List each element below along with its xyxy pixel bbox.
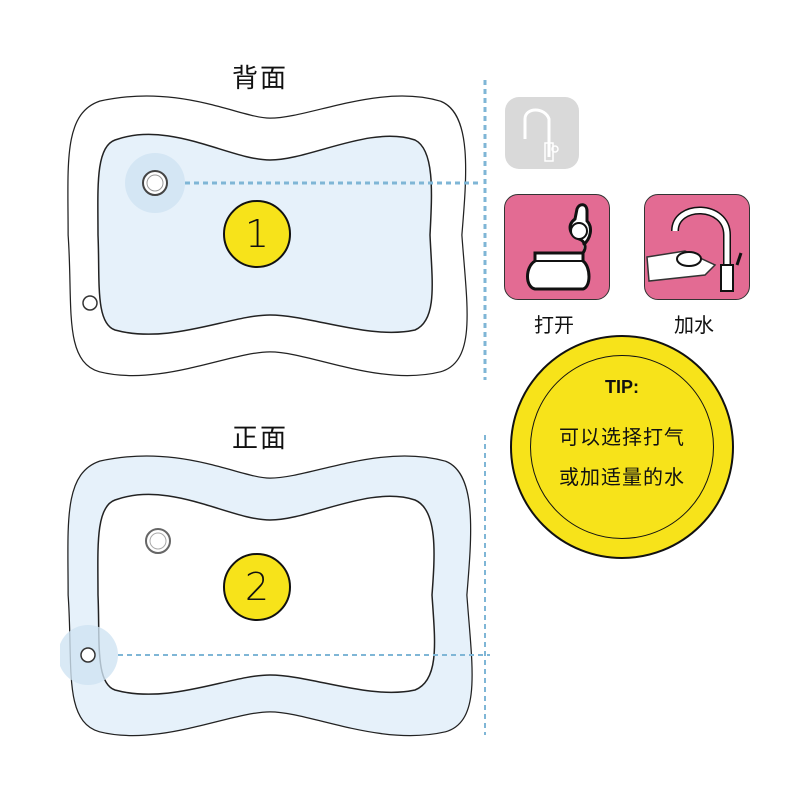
back-panel-title: 背面 [232,64,289,94]
tip-callout: TIP: 可以选择打气 或加适量的水 [510,335,734,559]
faucet-icon-tile [505,97,579,169]
vertical-guide-line-bottom [484,435,486,735]
open-step-label: 打开 [534,313,574,337]
tip-heading: TIP: [605,377,639,397]
faucet-icon [523,108,559,162]
open-step-tile [504,194,610,300]
step-2-badge: 2 [223,553,291,621]
faucet-fill-icon [646,206,743,292]
open-cap-icon [526,203,592,291]
front-panel-title: 正面 [232,424,289,454]
add-water-step-label: 加水 [674,313,714,337]
vertical-guide-line-top [483,80,487,380]
tip-line-1: 可以选择打气 [559,425,685,449]
tip-line-2: 或加适量的水 [559,465,685,489]
add-water-step-tile [644,194,750,300]
tip-inner-ring [530,355,714,539]
step-1-badge: 1 [223,200,291,268]
